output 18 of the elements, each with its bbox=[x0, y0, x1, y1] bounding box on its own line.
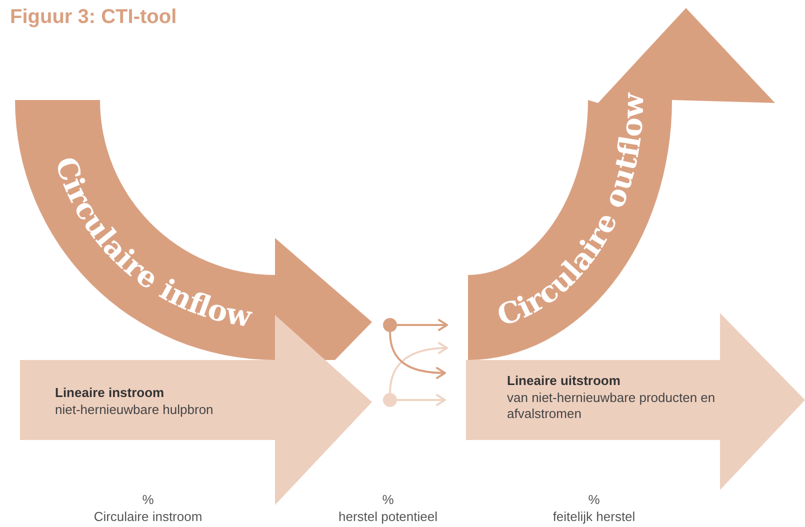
arrow bbox=[397, 319, 448, 331]
percent-value: % bbox=[141, 492, 155, 507]
arrow-heading: Lineaire instroom bbox=[55, 385, 166, 401]
metric-label: herstel potentieel bbox=[337, 509, 438, 524]
arrow-description: van niet-hernieuwbare producten en afvalstromen bbox=[507, 390, 716, 422]
arrow bbox=[397, 394, 446, 406]
percent-value: % bbox=[381, 492, 395, 507]
arrow-description: niet-hernieuwbare hulpbron bbox=[55, 402, 214, 418]
dot bbox=[383, 393, 397, 407]
metric-label: feitelijk herstel bbox=[552, 509, 636, 524]
metric-label: Circulaire instroom bbox=[92, 509, 204, 524]
dot bbox=[383, 318, 397, 332]
arrow bbox=[389, 342, 448, 394]
percent-value: % bbox=[587, 492, 601, 507]
arrow-heading: Lineaire uitstroom bbox=[507, 373, 622, 389]
arrow bbox=[389, 332, 446, 379]
figure-title: Figuur 3: CTI-tool bbox=[10, 6, 177, 29]
curved-arrow bbox=[468, 8, 775, 360]
